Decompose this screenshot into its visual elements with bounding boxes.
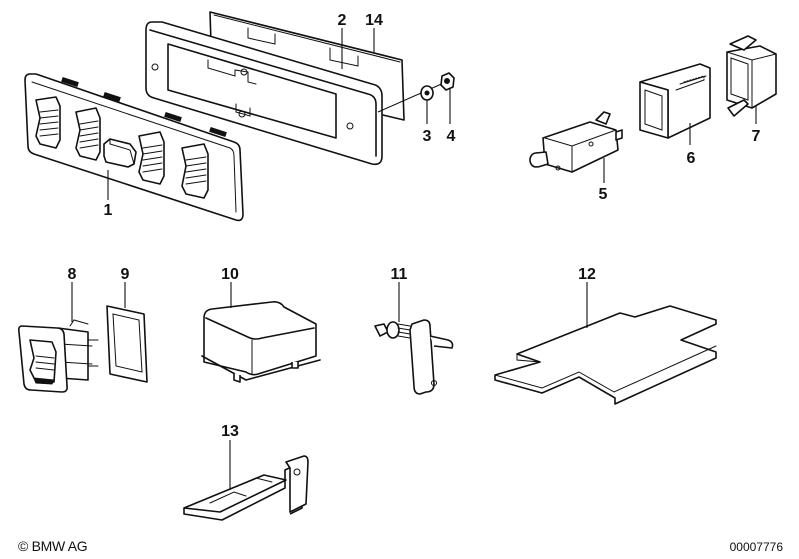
window-switch-3[interactable] xyxy=(138,131,165,185)
part-2-bezel-frame[interactable] xyxy=(145,21,383,166)
callout-4[interactable]: 4 xyxy=(447,128,456,145)
window-switch-4[interactable] xyxy=(181,143,209,199)
part-5-pushbutton-switch[interactable] xyxy=(529,111,623,173)
callout-6[interactable]: 6 xyxy=(687,150,696,167)
callout-10[interactable]: 10 xyxy=(221,266,239,283)
part-9-gasket[interactable] xyxy=(106,305,148,383)
callout-12[interactable]: 12 xyxy=(578,266,596,283)
part-10-relay[interactable] xyxy=(201,301,321,383)
callout-9[interactable]: 9 xyxy=(121,266,130,283)
part-7-switch-holder[interactable] xyxy=(726,35,777,117)
callouts: 1 2 3 4 5 6 7 8 9 10 11 12 13 14 xyxy=(68,12,761,440)
callout-13[interactable]: 13 xyxy=(221,423,239,440)
part-8-rocker-switch[interactable] xyxy=(18,319,99,393)
callout-3[interactable]: 3 xyxy=(423,128,432,145)
callout-1[interactable]: 1 xyxy=(104,202,113,219)
callout-8[interactable]: 8 xyxy=(68,266,77,283)
window-switch-1[interactable] xyxy=(35,96,61,149)
part-12-insulating-plate[interactable] xyxy=(494,305,717,405)
part-4-nut[interactable] xyxy=(440,72,455,91)
panel-top-tabs xyxy=(61,76,227,138)
leader-lines xyxy=(71,28,757,490)
part-3-washer[interactable] xyxy=(420,85,434,101)
center-button[interactable] xyxy=(103,138,137,168)
part-11-contact-switch[interactable] xyxy=(374,319,454,395)
callout-11[interactable]: 11 xyxy=(391,266,408,283)
copyright-label: © BMW AG xyxy=(18,538,88,554)
callout-14[interactable]: 14 xyxy=(365,12,383,29)
part-13-bracket[interactable] xyxy=(183,455,309,521)
callout-2[interactable]: 2 xyxy=(338,12,347,29)
diagram-id-label: 00007776 xyxy=(729,540,783,554)
callout-5[interactable]: 5 xyxy=(599,186,608,203)
callout-7[interactable]: 7 xyxy=(752,128,761,145)
window-switch-2[interactable] xyxy=(75,107,101,161)
part-6-switch-housing[interactable] xyxy=(639,63,711,139)
fastener-axis-line xyxy=(377,81,447,113)
